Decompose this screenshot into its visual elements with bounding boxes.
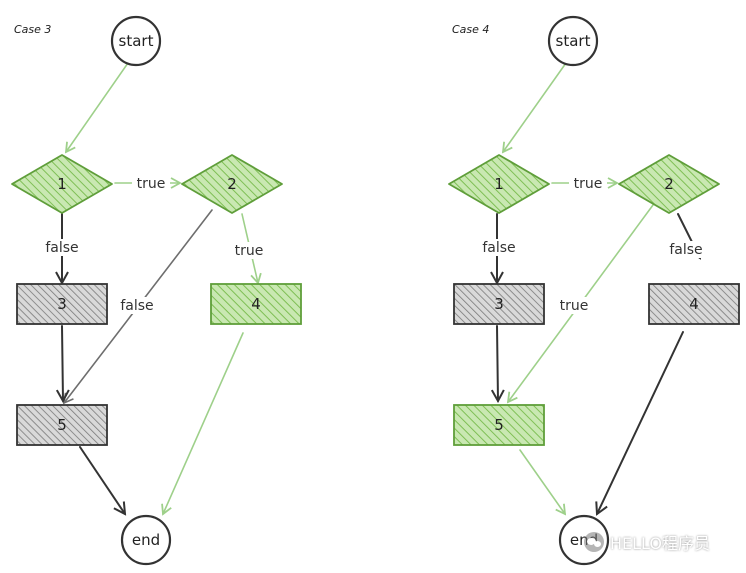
edge-label-bg xyxy=(43,239,81,256)
edge-n3-n5 xyxy=(497,325,498,401)
node-label: end xyxy=(132,531,160,549)
edge-label: true xyxy=(560,298,589,314)
edge-n4-end xyxy=(161,332,244,516)
node-label: start xyxy=(556,32,591,50)
node-label: 2 xyxy=(227,175,237,193)
node-label: 3 xyxy=(494,295,504,313)
edge-label-bg xyxy=(132,175,170,192)
node-label: 1 xyxy=(57,175,67,193)
node-label: 4 xyxy=(251,295,261,313)
edge-label: true xyxy=(574,176,603,192)
edge-n5-end xyxy=(79,446,125,514)
edge-label: true xyxy=(137,176,166,192)
node-label: 4 xyxy=(689,295,699,313)
edge-n3-n5 xyxy=(62,325,63,401)
node-n3 xyxy=(453,283,545,325)
edge-label-bg xyxy=(569,175,607,192)
node-label: 5 xyxy=(494,416,504,434)
node-label: 2 xyxy=(664,175,674,193)
edge-label-bg xyxy=(480,239,518,256)
node-n1 xyxy=(11,154,113,214)
edge-label: false xyxy=(45,240,78,256)
edge-label-bg xyxy=(230,242,268,259)
edge-label: true xyxy=(235,243,264,259)
node-label: start xyxy=(119,32,154,50)
wechat-icon xyxy=(584,532,604,552)
node-n2 xyxy=(618,154,720,214)
edge-start-n1 xyxy=(64,62,129,154)
edge-label-bg xyxy=(555,297,593,314)
edge-label-bg xyxy=(118,297,156,314)
node-end xyxy=(120,514,172,566)
edge-label-bg xyxy=(667,241,705,258)
node-n4 xyxy=(210,283,302,325)
watermark-text: HELLO程序员 xyxy=(610,534,710,553)
node-n3 xyxy=(16,283,108,325)
edge-label: false xyxy=(120,298,153,314)
edge-label: false xyxy=(669,242,702,258)
node-n1 xyxy=(448,154,550,214)
node-label: 1 xyxy=(494,175,504,193)
case-title: Case 4 xyxy=(452,23,489,36)
edge-label: false xyxy=(482,240,515,256)
node-start xyxy=(547,15,599,67)
node-label: 5 xyxy=(57,416,67,434)
node-label: 3 xyxy=(57,295,67,313)
node-n5 xyxy=(453,404,545,446)
edge-n4-end xyxy=(597,331,684,514)
node-n4 xyxy=(648,283,740,325)
node-start xyxy=(110,15,162,67)
node-n5 xyxy=(16,404,108,446)
watermark: HELLO程序员 xyxy=(584,530,710,554)
edge-n5-end xyxy=(519,449,567,516)
node-n2 xyxy=(181,154,283,214)
case-title: Case 3 xyxy=(14,23,51,36)
edge-start-n1 xyxy=(501,62,567,154)
